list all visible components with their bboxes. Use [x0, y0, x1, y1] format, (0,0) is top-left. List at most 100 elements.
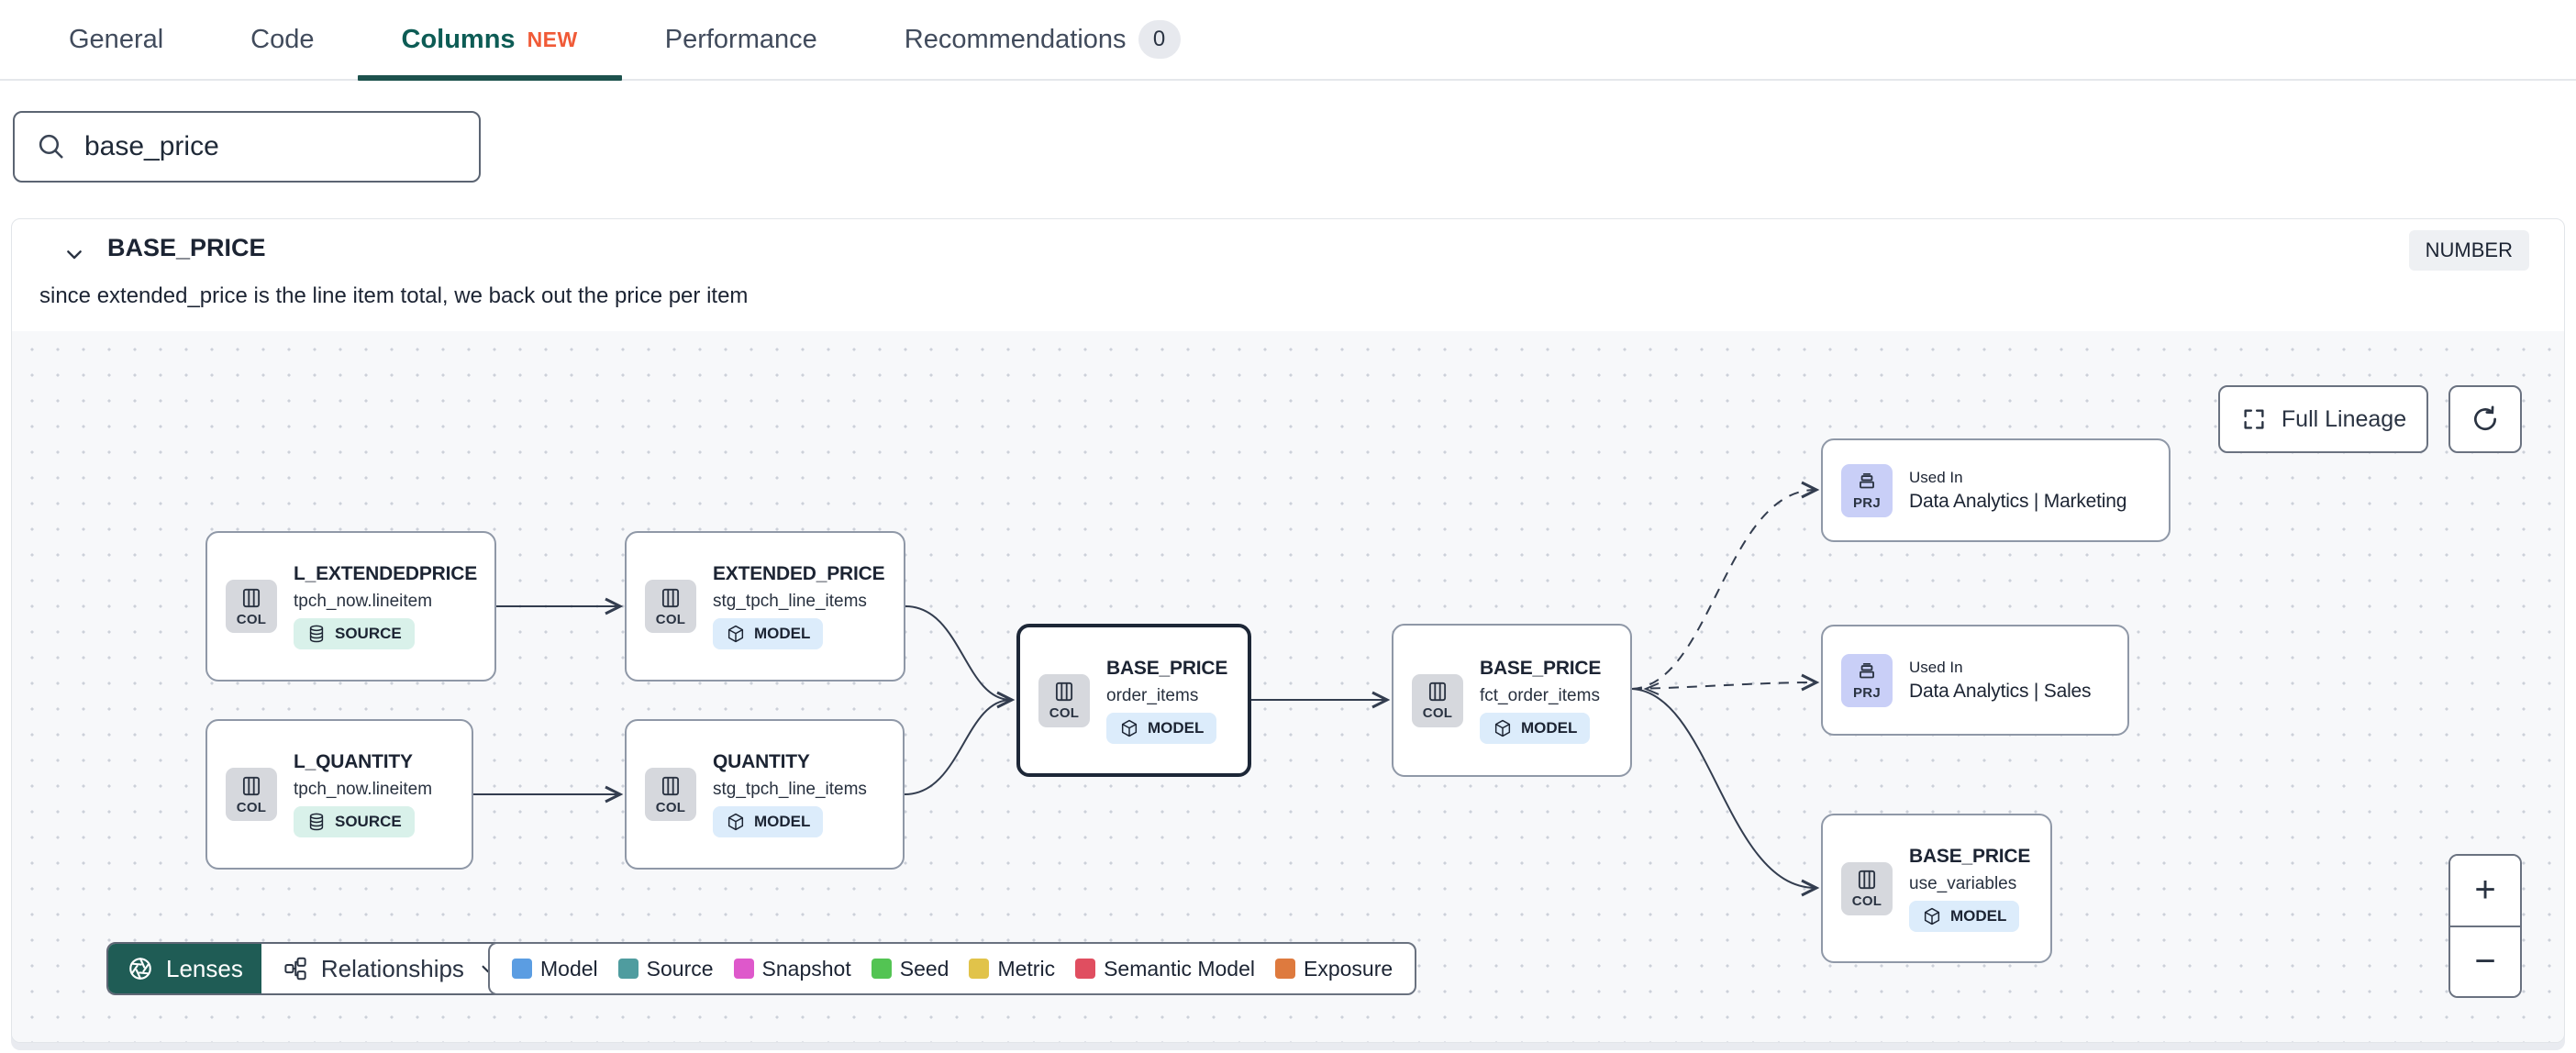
full-lineage-button[interactable]: Full Lineage	[2218, 385, 2428, 453]
tab-label: General	[69, 24, 164, 54]
resource-badge: MODEL	[1480, 712, 1591, 744]
used-in-label: Used In	[1909, 658, 1963, 676]
legend-label: Metric	[997, 956, 1056, 981]
badge-label: SOURCE	[335, 813, 402, 830]
legend-label: Semantic Model	[1104, 956, 1255, 981]
badge-label: SOURCE	[335, 625, 402, 642]
badge-label: MODEL	[1950, 906, 2007, 925]
resource-badge: MODEL	[713, 806, 824, 837]
tile-label: COL	[1851, 893, 1882, 909]
relationships-label: Relationships	[320, 954, 464, 982]
zoom-out-button[interactable]: −	[2450, 926, 2520, 996]
node-subtitle: tpch_now.lineitem	[294, 780, 433, 799]
lineage-node-l-quantity[interactable]: COL L_QUANTITY tpch_now.lineitem SOURCE	[205, 719, 473, 870]
node-title: Data Analytics | Marketing	[1909, 490, 2127, 512]
expand-icon	[2244, 409, 2264, 429]
resource-badge: MODEL	[1106, 712, 1217, 744]
node-title: L_QUANTITY	[294, 751, 413, 772]
legend-swatch	[871, 959, 892, 979]
tab-recommendations[interactable]: Recommendations 0	[905, 0, 1181, 79]
tab-general[interactable]: General	[69, 0, 163, 79]
legend-item-exposure: Exposure	[1275, 957, 1393, 981]
node-title: L_EXTENDEDPRICE	[294, 563, 478, 584]
project-icon: PRJ	[1841, 653, 1893, 707]
node-title: QUANTITY	[713, 751, 810, 772]
zoom-controls: + −	[2448, 854, 2522, 998]
cube-icon	[1494, 719, 1511, 737]
resource-badge: SOURCE	[294, 618, 415, 649]
badge-label: MODEL	[754, 813, 811, 830]
column-search[interactable]	[13, 111, 481, 183]
tab-bar: General Code Columns NEW Performance Rec…	[0, 0, 2576, 81]
legend-item-seed: Seed	[871, 956, 949, 981]
column-icon: COL	[645, 580, 696, 633]
resource-badge: SOURCE	[294, 806, 415, 837]
project-icon: PRJ	[1841, 463, 1893, 517]
node-subtitle: stg_tpch_line_items	[713, 780, 867, 799]
lineage-node-base-price-fct-order-items[interactable]: COL BASE_PRICE fct_order_items MODEL	[1392, 624, 1632, 777]
lineage-node-quantity[interactable]: COL QUANTITY stg_tpch_line_items MODEL	[625, 719, 905, 870]
legend-label: Exposure	[1304, 956, 1393, 981]
tab-columns[interactable]: Columns NEW	[357, 0, 623, 81]
node-subtitle: tpch_now.lineitem	[294, 592, 433, 611]
lineage-node-extended-price[interactable]: COL EXTENDED_PRICE stg_tpch_line_items M…	[625, 531, 905, 682]
legend-label: Seed	[899, 956, 949, 981]
legend-item-semantic-model: Semantic Model	[1075, 957, 1255, 981]
node-title: Data Analytics | Sales	[1909, 680, 2092, 702]
lenses-button[interactable]: Lenses	[108, 944, 261, 993]
lenses-control: Lenses Relationships	[106, 942, 522, 995]
tab-code[interactable]: Code	[250, 0, 314, 79]
lineage-node-base-price-order-items[interactable]: COL BASE_PRICE order_items MODEL	[1016, 624, 1251, 777]
used-in-label: Used In	[1909, 468, 1963, 486]
cube-icon	[1121, 719, 1138, 737]
full-lineage-label: Full Lineage	[2281, 405, 2407, 432]
legend-swatch	[1275, 959, 1295, 979]
tile-label: PRJ	[1852, 495, 1882, 511]
database-icon	[309, 625, 324, 643]
column-icon: COL	[645, 768, 696, 821]
legend-label: Snapshot	[761, 956, 851, 981]
lineage-node-l-extendedprice[interactable]: COL L_EXTENDEDPRICE tpch_now.lineitem SO…	[205, 531, 496, 682]
badge-label: MODEL	[754, 625, 811, 642]
tile-label: COL	[236, 611, 267, 627]
node-title: BASE_PRICE	[1480, 657, 1602, 679]
relationships-icon	[284, 957, 306, 981]
cube-icon	[727, 625, 744, 643]
tab-label: Recommendations	[904, 24, 1127, 54]
legend-item-source: Source	[617, 957, 714, 981]
new-badge: NEW	[527, 27, 578, 51]
node-subtitle: fct_order_items	[1480, 685, 1600, 705]
refresh-button[interactable]	[2448, 385, 2522, 453]
tile-label: PRJ	[1852, 685, 1882, 701]
tile-label: COL	[236, 799, 267, 815]
column-icon: COL	[1841, 861, 1893, 915]
legend-item-model: Model	[512, 957, 598, 981]
column-panel: BASE_PRICE NUMBER since extended_price i…	[11, 218, 2565, 1043]
zoom-in-button[interactable]: +	[2450, 856, 2520, 927]
tab-performance[interactable]: Performance	[665, 0, 817, 79]
badge-label: MODEL	[1148, 718, 1205, 737]
relationships-dropdown[interactable]: Relationships	[261, 944, 520, 993]
database-icon	[309, 813, 324, 831]
node-subtitle: order_items	[1106, 685, 1199, 705]
lineage-node-used-in-sales[interactable]: PRJ Used In Data Analytics | Sales	[1821, 625, 2129, 736]
legend-swatch	[733, 959, 754, 979]
search-input[interactable]	[84, 131, 459, 162]
legend-swatch	[617, 959, 638, 979]
lenses-icon	[129, 958, 151, 980]
node-title: BASE_PRICE	[1106, 657, 1228, 679]
column-type-badge: NUMBER	[2408, 230, 2529, 271]
legend-swatch	[512, 959, 532, 979]
lineage-node-used-in-marketing[interactable]: PRJ Used In Data Analytics | Marketing	[1821, 438, 2171, 542]
column-icon: COL	[1038, 673, 1090, 727]
collapse-chevron-icon[interactable]	[60, 239, 89, 269]
tile-label: COL	[655, 799, 686, 815]
lineage-canvas[interactable]: COL L_EXTENDEDPRICE tpch_now.lineitem SO…	[12, 331, 2564, 1042]
tile-label: COL	[655, 611, 686, 627]
tile-label: COL	[1422, 705, 1453, 721]
node-subtitle: use_variables	[1909, 873, 2017, 893]
lineage-edges	[473, 481, 1820, 897]
lineage-node-base-price-use-variables[interactable]: COL BASE_PRICE use_variables MODEL	[1821, 814, 2052, 963]
tile-label: COL	[1049, 705, 1080, 721]
